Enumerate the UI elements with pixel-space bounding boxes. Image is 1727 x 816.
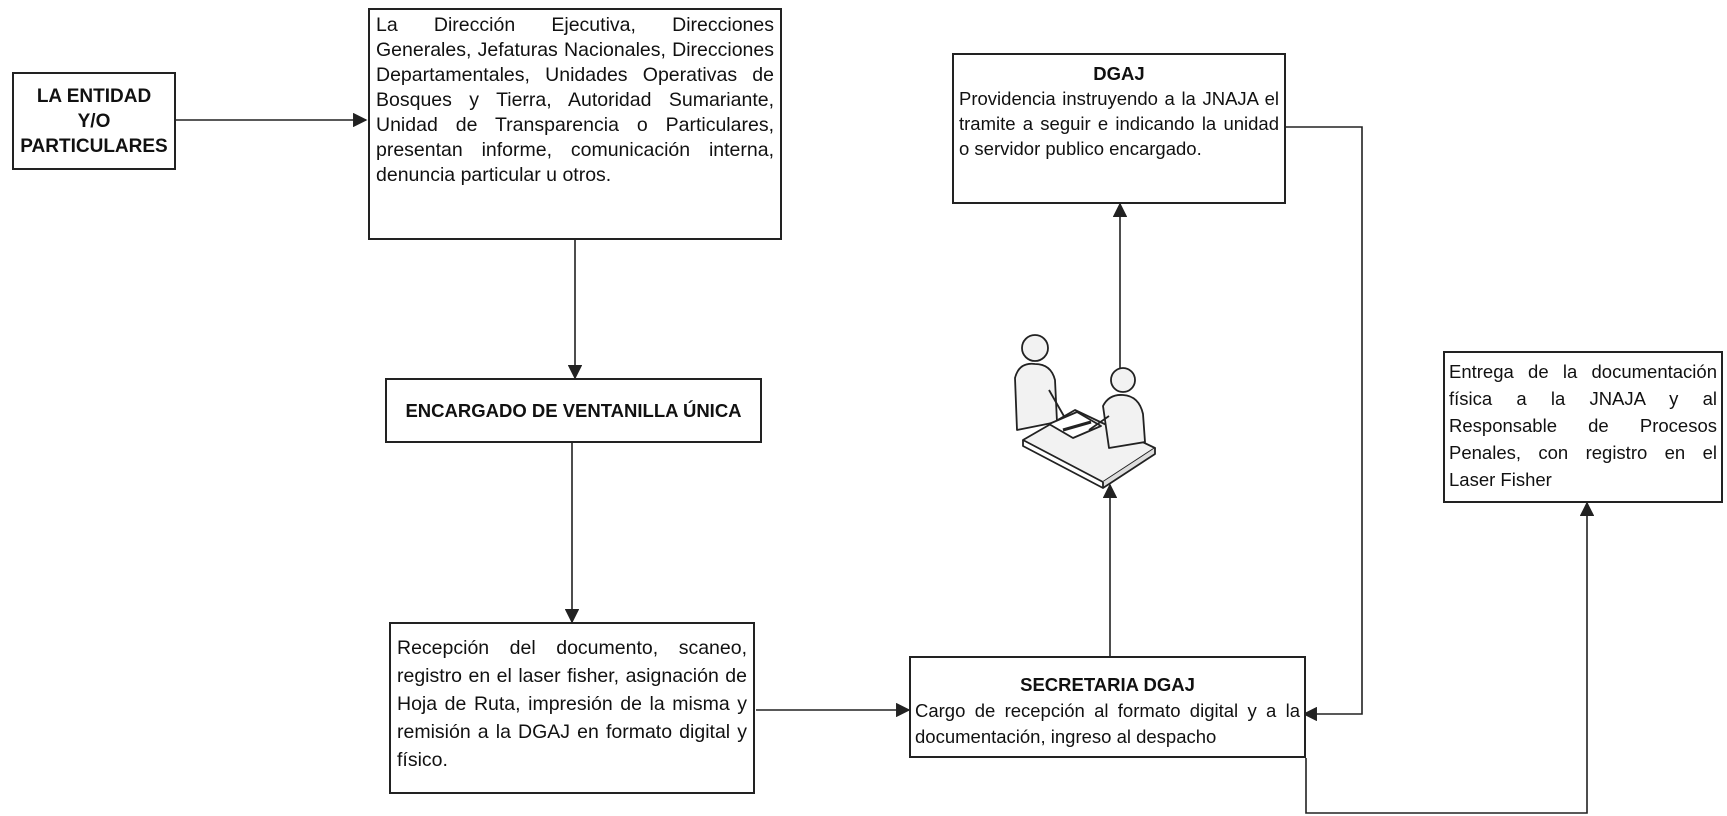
node-dgaj-text: Providencia instruyendo a la JNAJA el tr… — [959, 88, 1279, 159]
person-right-head — [1110, 367, 1136, 393]
node-dgaj-title: DGAJ — [1093, 63, 1145, 84]
node-ventanilla: ENCARGADO DE VENTANILLA ÚNICA — [385, 378, 762, 443]
node-entrega: Entrega de la documentación física a la … — [1443, 351, 1723, 503]
node-recepcion-text: Recepción del documento, scaneo, registr… — [397, 637, 747, 771]
person-left-body — [1014, 362, 1058, 431]
node-recepcion: Recepción del documento, scaneo, registr… — [389, 622, 755, 794]
node-secretaria-text: Cargo de recepción al formato digital y … — [915, 700, 1300, 747]
node-entrega-text: Entrega de la documentación física a la … — [1449, 361, 1717, 490]
office-meeting-icon — [1014, 334, 1156, 489]
node-direccion: La Dirección Ejecutiva, Direcciones Gene… — [368, 8, 782, 240]
person-right-body — [1102, 394, 1146, 449]
node-secretaria: SECRETARIA DGAJ Cargo de recepción al fo… — [909, 656, 1306, 758]
node-direccion-text: La Dirección Ejecutiva, Direcciones Gene… — [376, 14, 774, 186]
node-secretaria-title: SECRETARIA DGAJ — [1020, 674, 1195, 695]
paper — [1048, 411, 1102, 439]
arrow-secretaria-to-entrega — [1305, 501, 1595, 814]
arrow-dgaj-to-secretaria — [1286, 126, 1363, 722]
node-dgaj: DGAJ Providencia instruyendo a la JNAJA … — [952, 53, 1286, 204]
person-left-head — [1021, 334, 1049, 362]
node-entidad-label: LA ENTIDAD Y/O PARTICULARES — [20, 86, 168, 157]
node-entidad: LA ENTIDAD Y/O PARTICULARES — [12, 72, 176, 170]
node-ventanilla-label: ENCARGADO DE VENTANILLA ÚNICA — [405, 400, 742, 421]
